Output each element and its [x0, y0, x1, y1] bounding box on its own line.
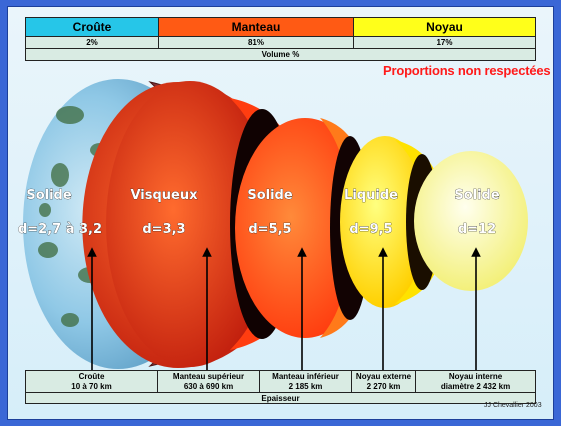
- lower-mantle-state-label: Solide: [247, 188, 293, 203]
- thickness-outer-core-value: 2 270 km: [366, 381, 401, 391]
- outer-core-state-label: Liquide: [344, 188, 398, 203]
- thickness-lower-mantle-value: 2 185 km: [288, 381, 323, 391]
- thickness-upper-mantle: Manteau supérieur 630 à 690 km: [157, 370, 260, 393]
- thickness-inner-core-name: Noyau interne: [448, 371, 503, 381]
- volume-caption: Volume %: [25, 48, 536, 61]
- inner-core-state-label: Solide: [454, 188, 500, 203]
- inner-core-density-label: d=12: [458, 222, 496, 237]
- author-credit: JJ Chevallier 2003: [484, 402, 542, 409]
- lower-mantle-density-label: d=5,5: [248, 222, 291, 237]
- outer-core-density-label: d=9,5: [349, 222, 392, 237]
- crust-state-label: Solide: [26, 188, 72, 203]
- inner-core-sphere: [414, 151, 528, 291]
- upper-mantle-state-label: Visqueux: [130, 188, 198, 203]
- thickness-upper-mantle-name: Manteau supérieur: [172, 371, 245, 381]
- proportions-note: Proportions non respectées: [383, 63, 551, 78]
- thickness-croute-name: Croûte: [78, 371, 105, 381]
- thickness-croute: Croûte 10 à 70 km: [25, 370, 158, 393]
- thickness-croute-value: 10 à 70 km: [71, 381, 112, 391]
- thickness-lower-mantle: Manteau inférieur 2 185 km: [259, 370, 352, 393]
- crust-density-label: d=2,7 à 3,2: [18, 222, 102, 237]
- thickness-lower-mantle-name: Manteau inférieur: [272, 371, 339, 381]
- thickness-inner-core: Noyau interne diamètre 2 432 km: [415, 370, 536, 393]
- thickness-upper-mantle-value: 630 à 690 km: [183, 381, 234, 391]
- thickness-outer-core-name: Noyau externe: [355, 371, 412, 381]
- thickness-inner-core-value: diamètre 2 432 km: [440, 381, 511, 391]
- thickness-outer-core: Noyau externe 2 270 km: [351, 370, 416, 393]
- upper-mantle-density-label: d=3,3: [142, 222, 185, 237]
- thickness-caption: Epaisseur: [25, 392, 536, 404]
